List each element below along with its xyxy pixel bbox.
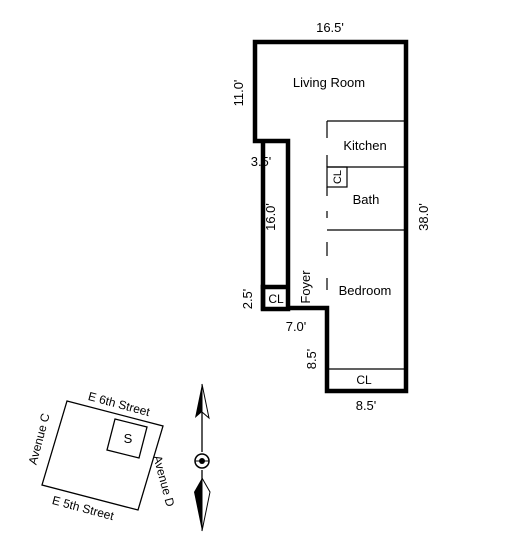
city-block <box>41 400 164 511</box>
dim-small-notch-height: 2.5' <box>240 289 255 310</box>
dim-living-height: 11.0' <box>231 80 246 107</box>
room-bedroom: Bedroom <box>339 283 392 298</box>
outer-wall <box>252 39 409 394</box>
dim-bedroom-lower: 8.5' <box>304 349 319 370</box>
closet-kitchen-box <box>326 166 348 188</box>
room-bath: Bath <box>353 192 380 207</box>
closet-kitchen-label: CL <box>332 170 344 184</box>
dim-bottom-width: 8.5' <box>356 398 377 413</box>
locator-map: S E 6th Street E 5th Street Avenue C Ave… <box>26 389 178 523</box>
closet-wall-left <box>260 284 291 312</box>
site-parcel <box>106 418 148 459</box>
site-label: S <box>124 431 133 446</box>
closet-bedroom-label: CL <box>356 373 372 387</box>
room-kitchen: Kitchen <box>343 138 386 153</box>
dim-right-height: 38.0' <box>416 203 431 231</box>
north-arrow-icon <box>194 383 211 532</box>
room-living-room: Living Room <box>293 75 365 90</box>
street-e5th: E 5th Street <box>51 493 116 523</box>
street-avenue-d: Avenue D <box>150 454 177 509</box>
street-avenue-c: Avenue C <box>26 411 53 466</box>
room-foyer: Foyer <box>298 270 313 304</box>
closet-foyer-label: CL <box>268 292 284 306</box>
dim-notch-width: 3.5' <box>251 154 272 169</box>
dim-corridor-height: 16.0' <box>263 203 278 231</box>
dim-lower-step: 7.0' <box>286 319 307 334</box>
dim-top-width: 16.5' <box>316 20 344 35</box>
